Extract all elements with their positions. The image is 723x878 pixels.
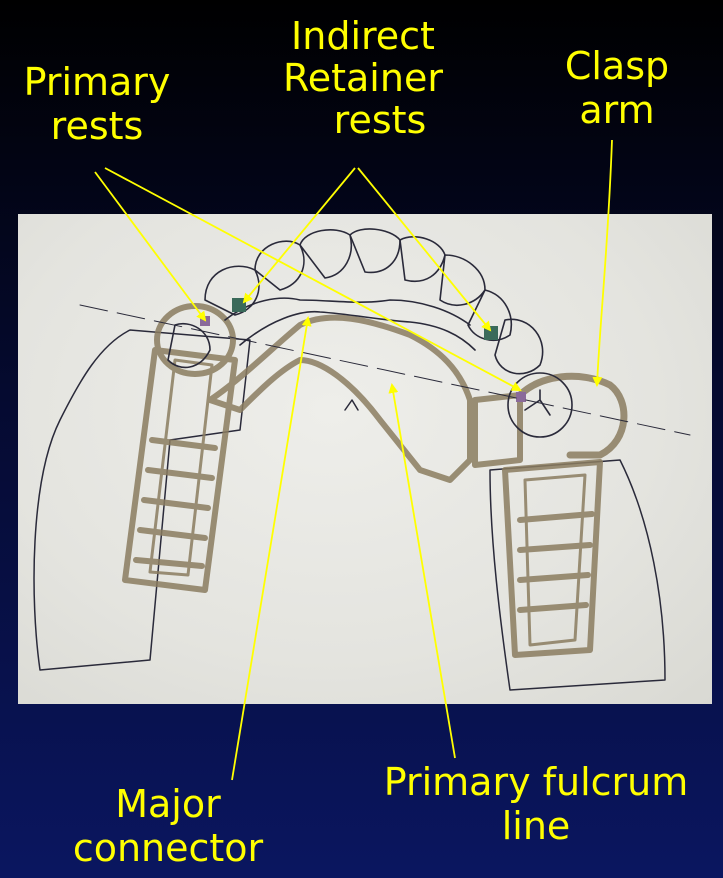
primary-rest-right-marker [516,392,526,402]
indirect-rest-left-marker [232,298,246,312]
clasp-arm-shape [520,376,624,455]
leader-indirect-left [244,168,355,302]
leader-clasp-arm [597,140,612,385]
partial-denture-sketch [34,229,690,690]
leader-indirect-right [358,168,490,330]
leader-primary-rests-right [105,168,520,390]
framework [125,306,624,655]
leader-primary-rests-left [95,172,205,320]
leader-major-connector [232,318,308,780]
leader-lines [95,140,612,780]
indirect-rest-right-marker [484,326,498,340]
primary-rest-left-marker [200,316,210,326]
leader-fulcrum-line [392,385,455,758]
